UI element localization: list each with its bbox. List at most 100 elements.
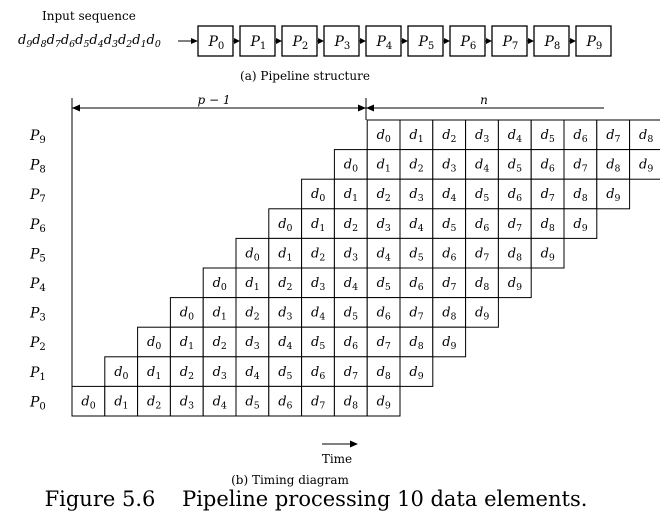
cell-label: d8 (508, 246, 522, 263)
arrowhead-left (72, 104, 80, 112)
timing-cell: d3 (366, 208, 401, 239)
stage-box-p1: P1 (239, 25, 276, 57)
timing-cell: d5 (301, 326, 335, 358)
cell-label: d3 (475, 128, 489, 145)
cell-label: d1 (213, 306, 227, 323)
time-arrowhead (350, 440, 358, 448)
timing-cell: d1 (104, 385, 139, 417)
timing-cell: d1 (202, 297, 237, 328)
row-label: P1 (29, 365, 46, 383)
cell-label: d2 (409, 158, 423, 175)
cell-label: d2 (377, 187, 391, 204)
cell-label: d1 (377, 158, 391, 175)
stage-box-p3: P3 (323, 25, 360, 57)
cell-label: d7 (344, 365, 358, 382)
cell-label: d4 (442, 187, 456, 204)
cell-label: d6 (311, 365, 325, 382)
stage-box-p8: P8 (533, 25, 570, 57)
timing-cell: d9 (366, 385, 401, 417)
row-label: P3 (29, 306, 46, 324)
timing-cell: d9 (399, 356, 434, 387)
timing-cell: d9 (596, 178, 631, 210)
timing-cell: d2 (137, 385, 171, 417)
stage-link-arrowhead (486, 38, 492, 44)
structure-caption: (a) Pipeline structure (240, 69, 370, 83)
timing-cell: d7 (530, 178, 565, 210)
cell-label: d7 (475, 246, 489, 263)
timing-cell: d2 (366, 178, 401, 210)
timing-cell: d0 (235, 237, 270, 269)
cell-label: d4 (213, 394, 227, 411)
cell-label: d6 (344, 335, 358, 352)
timing-cell: d5 (235, 385, 270, 417)
timing-cell: d6 (399, 267, 434, 299)
stage-link-arrowhead (402, 38, 408, 44)
cell-label: d8 (409, 335, 423, 352)
timing-cell: d0 (268, 208, 303, 239)
cell-label: d0 (278, 217, 292, 234)
stage-label: P2 (292, 34, 309, 52)
timing-cell: d1 (301, 208, 335, 239)
cell-label: d4 (344, 276, 358, 293)
cell-label: d1 (180, 335, 194, 352)
timing-cell: d2 (432, 119, 467, 151)
timing-cell: d3 (235, 326, 270, 358)
cell-label: d9 (475, 306, 489, 323)
cell-label: d8 (639, 128, 653, 145)
row-label: P5 (29, 246, 46, 264)
timing-cell: d5 (333, 297, 368, 328)
timing-cell: d3 (202, 356, 237, 387)
row-label: P2 (29, 335, 46, 353)
timing-cell: d4 (268, 326, 303, 358)
timing-cell: d0 (71, 385, 106, 417)
timing-cell: d2 (333, 208, 368, 239)
p-minus-1-label: p − 1 (198, 93, 231, 107)
cell-label: d4 (409, 217, 423, 234)
timing-cell: d6 (366, 297, 401, 328)
input-sequence-label: Input sequence (42, 9, 136, 23)
cell-label: d8 (475, 276, 489, 293)
arrowhead-n-start (366, 104, 374, 112)
cell-label: d2 (442, 128, 456, 145)
timing-cell: d8 (432, 297, 467, 328)
timing-cell: d6 (530, 149, 565, 180)
timing-cell: d8 (465, 267, 499, 299)
cell-label: d7 (377, 335, 391, 352)
cell-label: d3 (245, 335, 259, 352)
timing-cell: d7 (432, 267, 467, 299)
cell-label: d7 (541, 187, 555, 204)
timing-cell: d1 (235, 267, 270, 299)
timing-cell: d9 (465, 297, 499, 328)
timing-cell: d5 (268, 356, 303, 387)
cell-label: d0 (245, 246, 259, 263)
timing-cell: d2 (399, 149, 434, 180)
cell-label: d5 (245, 394, 259, 411)
stage-box-p6: P6 (449, 25, 486, 57)
cell-label: d4 (508, 128, 522, 145)
cell-label: d0 (377, 128, 391, 145)
cell-label: d6 (475, 217, 489, 234)
cell-label: d5 (278, 365, 292, 382)
cell-label: d5 (508, 158, 522, 175)
stage-link-arrowhead (444, 38, 450, 44)
timing-cell: d8 (629, 119, 660, 151)
cell-label: d6 (508, 187, 522, 204)
timing-cell: d0 (169, 297, 204, 328)
stage-label: P3 (334, 34, 351, 52)
timing-cell: d3 (301, 267, 335, 299)
timing-cell: d0 (202, 267, 237, 299)
cell-label: d2 (344, 217, 358, 234)
input-sequence: d9d8d7d6d5d4d3d2d1d0 (18, 33, 161, 50)
cell-label: d2 (180, 365, 194, 382)
timing-cell: d4 (301, 297, 335, 328)
timing-cell: d5 (497, 149, 532, 180)
cell-label: d1 (147, 365, 161, 382)
timing-cell: d9 (432, 326, 467, 358)
stage-box-p0: P0 (197, 25, 234, 57)
cell-label: d7 (606, 128, 620, 145)
cell-label: d6 (409, 276, 423, 293)
timing-cell: d9 (629, 149, 660, 180)
